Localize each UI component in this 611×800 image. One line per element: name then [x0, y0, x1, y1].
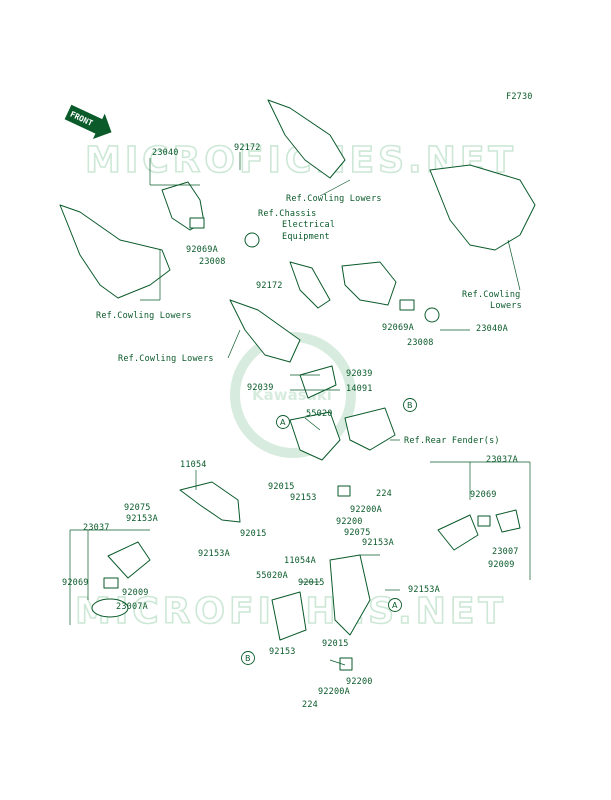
right-bulb-icon	[399, 299, 415, 311]
label-23037a: 23037A	[486, 455, 518, 465]
label-92172-mid: 92172	[256, 281, 283, 291]
left-turn-signal-lamp	[107, 541, 151, 579]
label-ref-cowling-lowers-top: Ref.Cowling Lowers	[286, 194, 382, 204]
label-23008-right: 23008	[407, 338, 434, 348]
left-lamp-bulb-icon	[103, 577, 119, 589]
label-92153a-c: 92153A	[362, 538, 394, 548]
left-socket-icon	[244, 232, 260, 248]
right-cowl-panel	[429, 164, 536, 251]
bracket-11054a	[329, 554, 371, 636]
label-23007: 23007	[492, 547, 519, 557]
right-turn-signal-bracket	[341, 261, 397, 306]
callout-b-upper-label: B	[407, 401, 413, 410]
left-bulb-icon	[189, 217, 205, 229]
bracket-11054	[179, 481, 241, 523]
label-55020a: 55020A	[256, 571, 288, 581]
upper-center-panel	[267, 99, 346, 179]
label-92009-right: 92009	[488, 560, 515, 570]
stay-55020a	[271, 591, 307, 641]
label-92200-a: 92200	[336, 517, 363, 527]
label-23007a: 23007A	[116, 602, 148, 612]
label-92069-left: 92069	[62, 578, 89, 588]
callout-b-lower-label: B	[245, 654, 251, 663]
plate-92200	[337, 485, 351, 497]
label-92015-b: 92015	[240, 529, 267, 539]
label-92153a-b: 92153A	[198, 549, 230, 559]
label-92153a-a: 92153A	[126, 514, 158, 524]
callout-b-upper	[403, 398, 417, 412]
label-92200a-b: 92200A	[318, 687, 350, 697]
callout-a-lower-label: A	[392, 601, 398, 610]
label-92015-c: 92015	[298, 578, 325, 588]
label-11054: 11054	[180, 460, 207, 470]
label-55020: 55020	[306, 409, 333, 419]
label-92200-b: 92200	[346, 677, 373, 687]
label-23040: 23040	[152, 148, 179, 158]
rear-fender-bracket	[344, 407, 396, 451]
label-92075-a: 92075	[124, 503, 151, 513]
label-92069a-left: 92069A	[186, 245, 218, 255]
plate-92200a	[339, 657, 353, 671]
label-92172-top: 92172	[234, 143, 261, 153]
label-23040a: 23040A	[476, 324, 508, 334]
middle-bracket	[289, 261, 331, 309]
label-ref-cowling-left: Ref.Cowling Lowers	[96, 311, 192, 321]
label-ref-chassis-1: Ref.Chassis	[258, 209, 317, 219]
callout-a-upper	[276, 415, 290, 429]
callout-a-upper-label: A	[280, 418, 286, 427]
label-92153-a: 92153	[290, 493, 317, 503]
label-92039-a: 92039	[346, 369, 373, 379]
callout-b-lower	[241, 651, 255, 665]
front-arrow-icon: FRONT	[64, 104, 112, 140]
figure-code: F2730	[506, 92, 533, 102]
callout-a-lower	[388, 598, 402, 612]
stay-55020	[289, 411, 341, 461]
right-lens-icon	[495, 509, 521, 533]
label-92153a-d: 92153A	[408, 585, 440, 595]
left-lens-icon	[91, 598, 129, 618]
label-ref-rear-fender: Ref.Rear Fender(s)	[404, 436, 500, 446]
right-socket-icon	[424, 307, 440, 323]
label-92069a-right: 92069A	[382, 323, 414, 333]
label-92069-right: 92069	[470, 490, 497, 500]
label-14091: 14091	[346, 384, 373, 394]
label-23008-left: 23008	[199, 257, 226, 267]
label-224-b: 224	[302, 700, 318, 710]
label-23037: 23037	[83, 523, 110, 533]
label-92200a-a: 92200A	[350, 505, 382, 515]
label-92039-b: 92039	[247, 383, 274, 393]
lower-cover-panel	[229, 299, 301, 363]
label-ref-cowling-right-2: Lowers	[490, 301, 522, 311]
right-lamp-bulb-icon	[477, 515, 491, 527]
label-ref-chassis-2: Electrical	[282, 220, 335, 230]
label-92153-b: 92153	[269, 647, 296, 657]
label-92015-a: 92015	[268, 482, 295, 492]
right-turn-signal-lamp	[437, 514, 479, 551]
label-224-a: 224	[376, 489, 392, 499]
label-92009-left: 92009	[122, 588, 149, 598]
label-92075-b: 92075	[344, 528, 371, 538]
label-92015-d: 92015	[322, 639, 349, 649]
label-11054a: 11054A	[284, 556, 316, 566]
label-ref-chassis-3: Equipment	[282, 232, 330, 242]
left-cowl-panel	[59, 204, 171, 299]
leader-lines	[69, 152, 531, 666]
label-ref-cowling-mid: Ref.Cowling Lowers	[118, 354, 214, 364]
label-ref-cowling-right-1: Ref.Cowling	[462, 290, 521, 300]
